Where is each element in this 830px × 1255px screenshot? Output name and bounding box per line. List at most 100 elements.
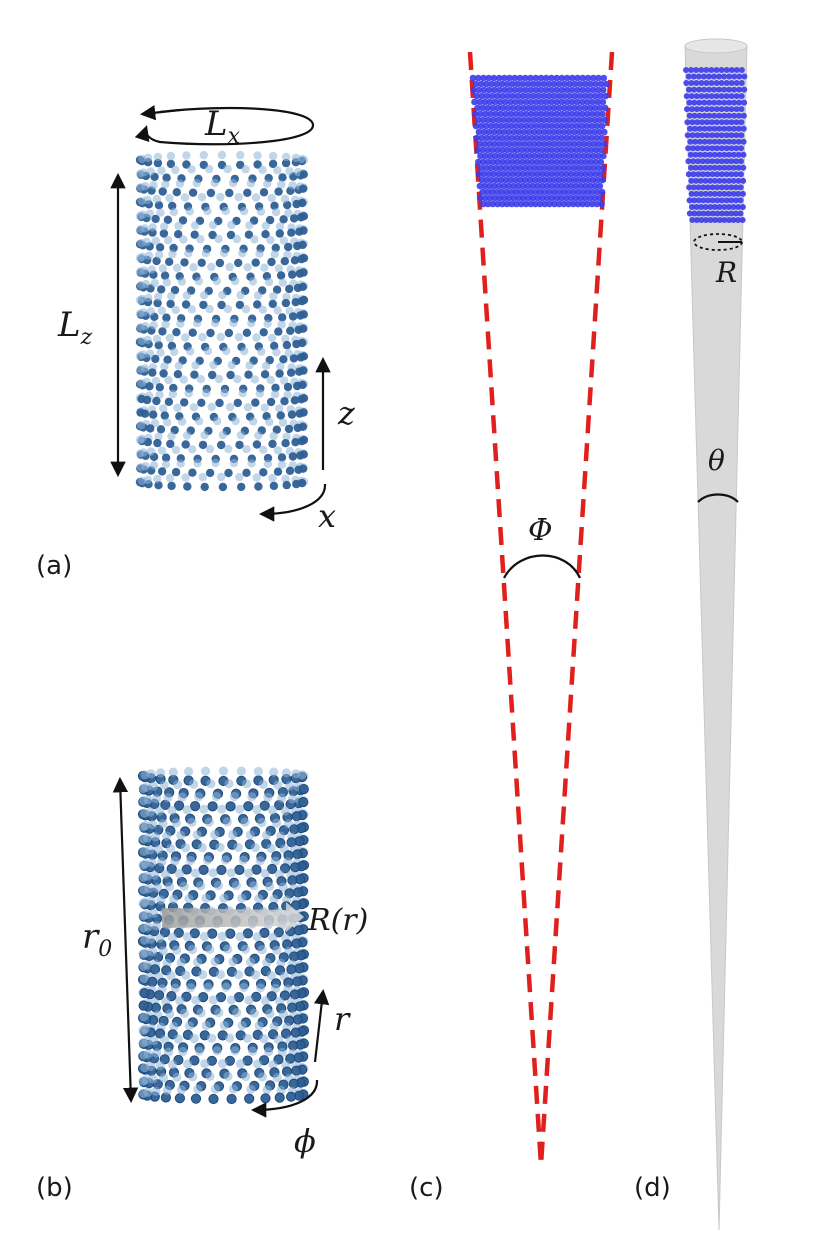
- bead: [217, 440, 226, 450]
- bead: [157, 467, 167, 476]
- bead: [602, 92, 609, 100]
- bead: [188, 328, 197, 337]
- bead: [188, 1072, 198, 1082]
- bead: [499, 146, 506, 154]
- bead: [293, 1052, 304, 1063]
- bead: [159, 369, 168, 378]
- bead: [733, 80, 740, 86]
- bead: [280, 376, 289, 385]
- bead: [591, 116, 598, 124]
- bead: [471, 98, 478, 106]
- bead: [153, 438, 162, 448]
- bead: [233, 842, 243, 853]
- bead: [480, 116, 487, 124]
- bead: [158, 1073, 169, 1083]
- bead: [184, 894, 194, 904]
- bead: [151, 236, 160, 246]
- bead: [231, 416, 240, 426]
- bead: [184, 1021, 194, 1031]
- bead: [718, 145, 725, 152]
- bead: [503, 188, 510, 196]
- bead: [274, 1092, 285, 1103]
- bead: [153, 152, 163, 162]
- bead: [733, 171, 740, 178]
- bead: [276, 411, 285, 420]
- bead: [700, 197, 707, 204]
- bead: [485, 74, 493, 82]
- bead: [267, 193, 276, 203]
- bead: [709, 171, 716, 178]
- bead: [187, 817, 197, 827]
- bead: [708, 106, 715, 113]
- bead: [253, 1059, 263, 1069]
- bead: [215, 969, 226, 980]
- bead: [716, 151, 723, 158]
- bead: [507, 110, 515, 118]
- bead: [512, 98, 519, 106]
- bead: [244, 1093, 255, 1104]
- bead: [269, 481, 279, 491]
- bead: [525, 116, 533, 124]
- bead: [565, 164, 573, 172]
- bead: [169, 207, 179, 217]
- bead: [196, 1008, 206, 1018]
- bead: [187, 165, 196, 174]
- bead: [498, 188, 506, 196]
- bead: [685, 73, 692, 80]
- bead: [225, 262, 234, 272]
- bead: [481, 182, 489, 190]
- bead: [245, 221, 254, 230]
- bead: [265, 881, 275, 892]
- bead: [288, 181, 297, 190]
- bead: [292, 199, 301, 209]
- bead: [257, 1072, 268, 1082]
- bead: [290, 900, 301, 911]
- bead: [726, 164, 732, 171]
- bead: [488, 176, 495, 184]
- bead: [520, 194, 527, 202]
- bead: [589, 164, 597, 172]
- bead: [562, 194, 570, 202]
- bead: [733, 67, 740, 73]
- bead: [140, 1024, 150, 1034]
- bead: [696, 112, 703, 119]
- bead: [704, 171, 711, 178]
- bead: [683, 67, 689, 73]
- bead: [157, 166, 166, 175]
- bead: [243, 801, 254, 812]
- bead: [519, 92, 527, 100]
- bead: [706, 125, 713, 132]
- bead: [685, 171, 692, 178]
- bead: [218, 430, 227, 440]
- bead: [733, 197, 739, 204]
- bead: [251, 193, 261, 202]
- bead: [586, 92, 594, 100]
- bead: [555, 152, 563, 160]
- bead: [169, 894, 179, 904]
- bead: [691, 125, 698, 132]
- bead: [540, 104, 548, 112]
- bead: [531, 152, 538, 160]
- bead: [235, 440, 244, 450]
- bead: [494, 146, 501, 154]
- bead: [213, 416, 222, 426]
- bead: [707, 217, 714, 223]
- bead: [145, 934, 155, 944]
- bead: [266, 843, 276, 853]
- cone-edge-right: [538, 51, 615, 1166]
- bead: [277, 180, 286, 189]
- bead: [512, 110, 520, 118]
- bead: [699, 158, 706, 165]
- bead: [160, 362, 169, 371]
- lz-label: Lz: [57, 305, 93, 350]
- cone-angle-theta-label: θ: [708, 444, 725, 477]
- bead: [694, 132, 701, 139]
- bead: [144, 293, 153, 302]
- bead: [502, 176, 510, 184]
- bead: [207, 801, 218, 812]
- bead: [189, 403, 199, 412]
- bead: [577, 170, 585, 178]
- bead: [687, 151, 694, 158]
- bead: [224, 468, 233, 478]
- bead: [224, 779, 234, 789]
